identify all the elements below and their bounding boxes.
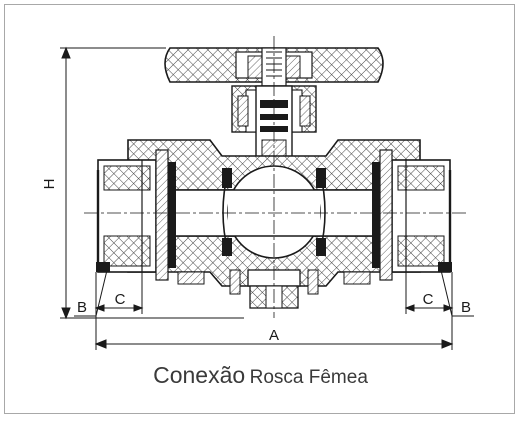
- caption-thread-type: Rosca Fêmea: [249, 367, 368, 388]
- dimension-label-a: A: [269, 327, 279, 344]
- dimension-label-b-left: B: [77, 299, 87, 316]
- dimension-label-b-right: B: [461, 299, 471, 316]
- dimension-lines: [60, 46, 474, 350]
- caption-connection: Conexão: [153, 362, 246, 388]
- dimension-label-c-right: C: [423, 291, 434, 308]
- dimension-label-h: H: [41, 179, 58, 190]
- figure-caption: Conexão Rosca Fêmea: [0, 362, 521, 389]
- center-lines: [84, 36, 466, 318]
- dimension-label-c-left: C: [115, 291, 126, 308]
